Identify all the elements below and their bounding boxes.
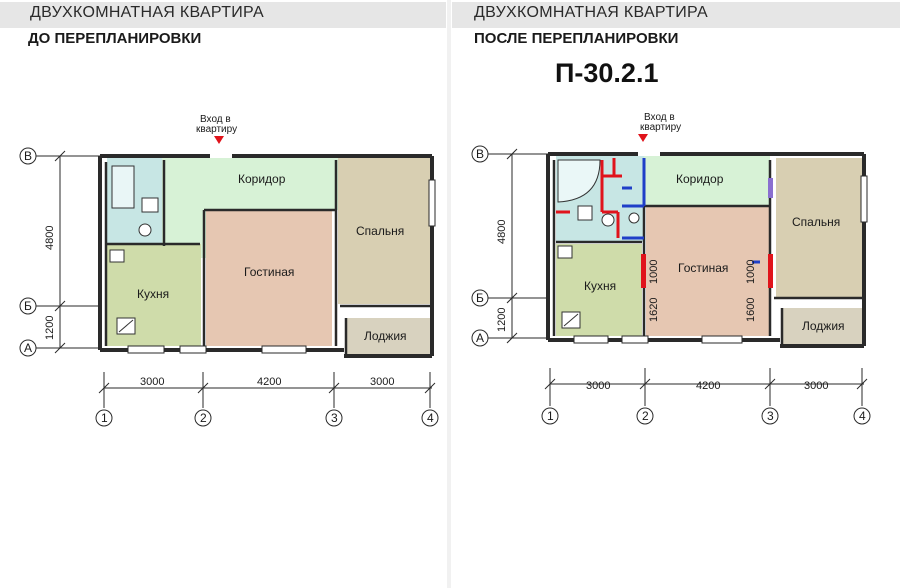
dimension-4800: 4800 bbox=[44, 226, 56, 250]
window bbox=[261, 345, 307, 354]
entrance-label: Вход в bbox=[644, 112, 675, 123]
series-code: П-30.2.1 bbox=[555, 58, 659, 88]
window bbox=[428, 179, 436, 227]
new-opening-right bbox=[768, 254, 773, 288]
before-plan-panel: ДВУХКОМНАТНАЯ КВАРТИРА ДО ПЕРЕПЛАНИРОВКИ bbox=[0, 0, 446, 588]
window bbox=[573, 335, 609, 344]
opening-width-label: 1600 bbox=[745, 298, 757, 322]
axis-bubble-v bbox=[471, 145, 489, 163]
dimension-1200: 1200 bbox=[44, 316, 56, 340]
bathtub bbox=[111, 165, 135, 209]
new-opening-left bbox=[641, 254, 646, 288]
axis-bubble-3 bbox=[325, 409, 343, 427]
header-band bbox=[452, 2, 900, 28]
kitchen-sink bbox=[109, 249, 125, 263]
door-hatch bbox=[768, 178, 773, 198]
bedroom-area bbox=[776, 158, 862, 298]
entrance-arrow-icon bbox=[214, 136, 224, 144]
window bbox=[621, 335, 649, 344]
floor-plan-before: Вход в квартиру Коридор Спальня Гостиная… bbox=[19, 114, 439, 427]
floor-plan-after: Вход в квартиру Коридор Спальня Гостиная… bbox=[471, 112, 871, 425]
room-label-corridor: Коридор bbox=[238, 172, 286, 186]
axis-bubble-1 bbox=[541, 407, 559, 425]
panel-subtitle: ПОСЛЕ ПЕРЕПЛАНИРОВКИ bbox=[474, 30, 679, 47]
loggia-area bbox=[782, 308, 862, 344]
room-label-kitchen: Кухня bbox=[137, 287, 169, 301]
axis-label-b: Б bbox=[476, 291, 484, 305]
axis-label-3: 3 bbox=[331, 411, 338, 425]
sink bbox=[141, 197, 159, 213]
entrance-label: квартиру bbox=[640, 122, 681, 133]
axis-label-a: А bbox=[476, 331, 484, 345]
header-band bbox=[0, 2, 446, 28]
toilet bbox=[628, 212, 640, 224]
room-label-loggia: Лоджия bbox=[802, 319, 845, 333]
window bbox=[179, 345, 207, 354]
room-label-corridor: Коридор bbox=[676, 172, 724, 186]
axis-bubble-4 bbox=[853, 407, 871, 425]
toilet bbox=[138, 223, 152, 237]
dimension-3000: 3000 bbox=[370, 376, 394, 388]
axis-bubble-a bbox=[19, 339, 37, 357]
panel-title: ДВУХКОМНАТНАЯ КВАРТИРА bbox=[474, 4, 708, 21]
opening-width-label: 1000 bbox=[745, 260, 757, 284]
dimension-3000: 3000 bbox=[140, 376, 164, 388]
kitchen-sink bbox=[557, 245, 573, 259]
axis-label-2: 2 bbox=[642, 409, 649, 423]
axis-bubble-a bbox=[471, 329, 489, 347]
axis-bubble-b bbox=[19, 297, 37, 315]
axis-label-4: 4 bbox=[859, 409, 866, 423]
axis-bubble-3 bbox=[761, 407, 779, 425]
bedroom-area bbox=[338, 158, 430, 304]
axis-bubble-2 bbox=[636, 407, 654, 425]
axis-label-a: А bbox=[24, 341, 32, 355]
dimension-3000: 3000 bbox=[804, 380, 828, 392]
dimension-1200: 1200 bbox=[496, 308, 508, 332]
panel-subtitle: ДО ПЕРЕПЛАНИРОВКИ bbox=[28, 30, 202, 47]
room-label-loggia: Лоджия bbox=[364, 329, 407, 343]
panel-divider bbox=[447, 0, 451, 588]
living-room-area bbox=[646, 206, 770, 336]
living-room-area bbox=[206, 210, 332, 346]
axis-label-3: 3 bbox=[767, 409, 774, 423]
axis-label-4: 4 bbox=[427, 411, 434, 425]
dimension-4200: 4200 bbox=[696, 380, 720, 392]
entrance-label: Вход в bbox=[200, 114, 231, 125]
window bbox=[860, 175, 868, 223]
window bbox=[701, 335, 743, 344]
room-label-living: Гостиная bbox=[678, 261, 728, 275]
corridor-area bbox=[644, 156, 770, 206]
entrance-label: квартиру bbox=[196, 124, 237, 135]
axis-bubble-2 bbox=[194, 409, 212, 427]
dimension-3000: 3000 bbox=[586, 380, 610, 392]
loggia-area bbox=[346, 318, 430, 354]
axis-bubble-4 bbox=[421, 409, 439, 427]
toilet bbox=[601, 213, 615, 227]
window bbox=[127, 345, 165, 354]
axis-label-v: В bbox=[476, 147, 484, 161]
axis-bubble-1 bbox=[95, 409, 113, 427]
axis-label-2: 2 bbox=[200, 411, 207, 425]
corner-bathtub bbox=[557, 159, 601, 203]
axis-bubble-v bbox=[19, 147, 37, 165]
axis-bubble-b bbox=[471, 289, 489, 307]
room-label-bedroom: Спальня bbox=[792, 215, 840, 229]
dimension-4200: 4200 bbox=[257, 376, 281, 388]
room-label-living: Гостиная bbox=[244, 265, 294, 279]
axis-label-v: В bbox=[24, 149, 32, 163]
entrance-arrow-icon bbox=[638, 134, 648, 142]
panel-title: ДВУХКОМНАТНАЯ КВАРТИРА bbox=[30, 4, 264, 21]
axis-label-1: 1 bbox=[101, 411, 108, 425]
axis-label-b: Б bbox=[24, 299, 32, 313]
room-label-bedroom: Спальня bbox=[356, 224, 404, 238]
dimension-4800: 4800 bbox=[496, 220, 508, 244]
after-plan-panel: ДВУХКОМНАТНАЯ КВАРТИРА ПОСЛЕ ПЕРЕПЛАНИРО… bbox=[452, 0, 900, 588]
room-label-kitchen: Кухня bbox=[584, 279, 616, 293]
sink bbox=[577, 205, 593, 221]
axis-label-1: 1 bbox=[547, 409, 554, 423]
opening-width-label: 1620 bbox=[648, 298, 660, 322]
opening-width-label: 1000 bbox=[648, 260, 660, 284]
